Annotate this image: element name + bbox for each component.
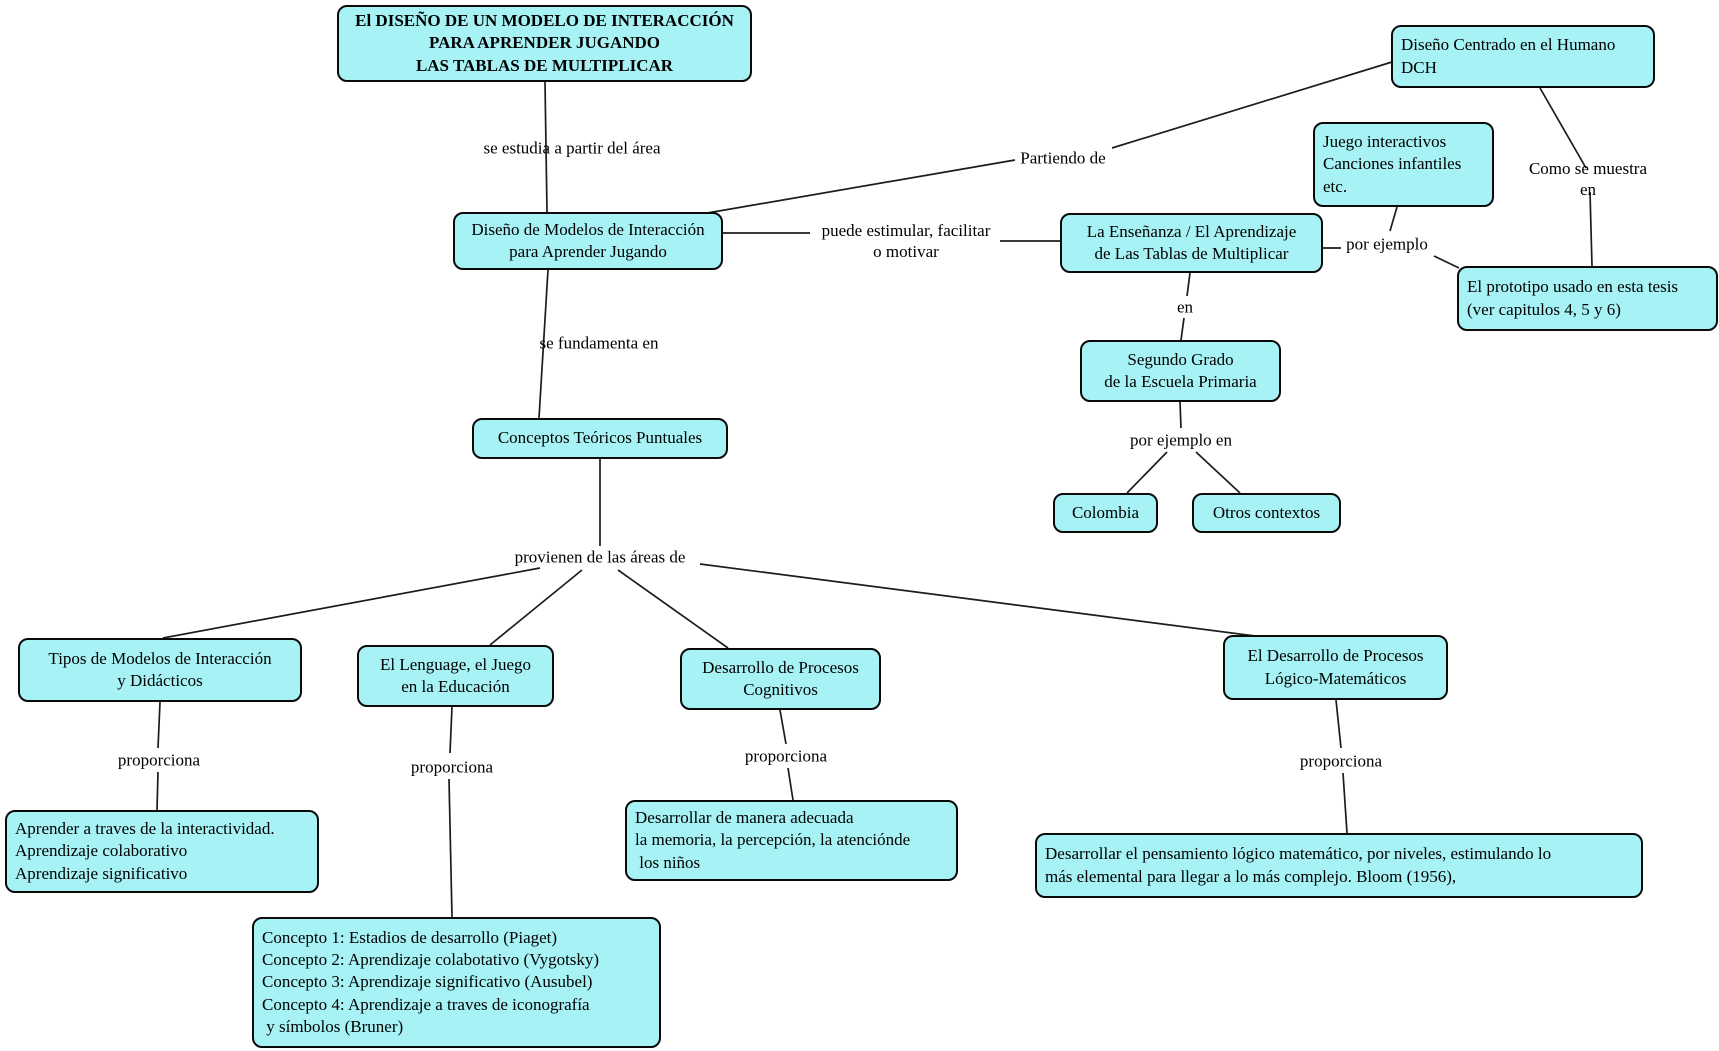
node-conceptos-teoricos[interactable]: Conceptos Teóricos Puntuales [472,418,728,459]
node-ensenanza-aprendizaje[interactable]: La Enseñanza / El Aprendizaje de Las Tab… [1060,213,1323,273]
node-colombia[interactable]: Colombia [1053,493,1158,533]
node-main-title[interactable]: El DISEÑO DE UN MODELO DE INTERACCIÓN PA… [337,5,752,82]
node-procesos-logico-matematicos[interactable]: El Desarrollo de Procesos Lógico-Matemát… [1223,635,1448,700]
node-procesos-cognitivos[interactable]: Desarrollo de Procesos Cognitivos [680,648,881,710]
node-juegos-interactivos[interactable]: Juego interactivos Canciones infantiles … [1313,122,1494,207]
node-aprender-interactividad[interactable]: Aprender a traves de la interactividad. … [5,810,319,893]
node-desarrollar-pensamiento-logico[interactable]: Desarrollar el pensamiento lógico matemá… [1035,833,1643,898]
node-tipos-modelos[interactable]: Tipos de Modelos de Interacción y Didáct… [18,638,302,702]
node-diseno-modelos-interaccion[interactable]: Diseño de Modelos de Interacción para Ap… [453,212,723,270]
node-desarrollar-memoria[interactable]: Desarrollar de manera adecuada la memori… [625,800,958,881]
edge-label-puede-estimular[interactable]: puede estimular, facilitar o motivar [821,220,991,261]
edge-label-proporciona-3[interactable]: proporciona [744,746,828,766]
edge-label-proporciona-1[interactable]: proporciona [117,750,201,770]
edge-label-por-ejemplo[interactable]: por ejemplo [1346,234,1428,254]
edge-label-proporciona-2[interactable]: proporciona [410,757,494,777]
edge-label-provienen[interactable]: provienen de las áreas de [514,547,686,567]
edge-label-se-estudia[interactable]: se estudia a partir del área [483,138,661,158]
edge-label-en[interactable]: en [1176,297,1194,317]
node-diseno-centrado-humano[interactable]: Diseño Centrado en el Humano DCH [1391,25,1655,88]
node-lenguage-juego[interactable]: El Lenguage, el Juego en la Educación [357,645,554,707]
edge-label-como-se-muestra[interactable]: Como se muestra en [1528,158,1648,199]
node-segundo-grado[interactable]: Segundo Grado de la Escuela Primaria [1080,340,1281,402]
edge-label-se-fundamenta[interactable]: se fundamenta en [539,333,659,353]
edge-label-partiendo-de[interactable]: Partiendo de [1020,148,1106,168]
node-prototipo-tesis[interactable]: El prototipo usado en esta tesis (ver ca… [1457,266,1718,331]
edge-label-por-ejemplo-en[interactable]: por ejemplo en [1130,430,1232,450]
node-otros-contextos[interactable]: Otros contextos [1192,493,1341,533]
node-conceptos-1-4[interactable]: Concepto 1: Estadios de desarrollo (Piag… [252,917,661,1048]
edge-label-proporciona-4[interactable]: proporciona [1299,751,1383,771]
